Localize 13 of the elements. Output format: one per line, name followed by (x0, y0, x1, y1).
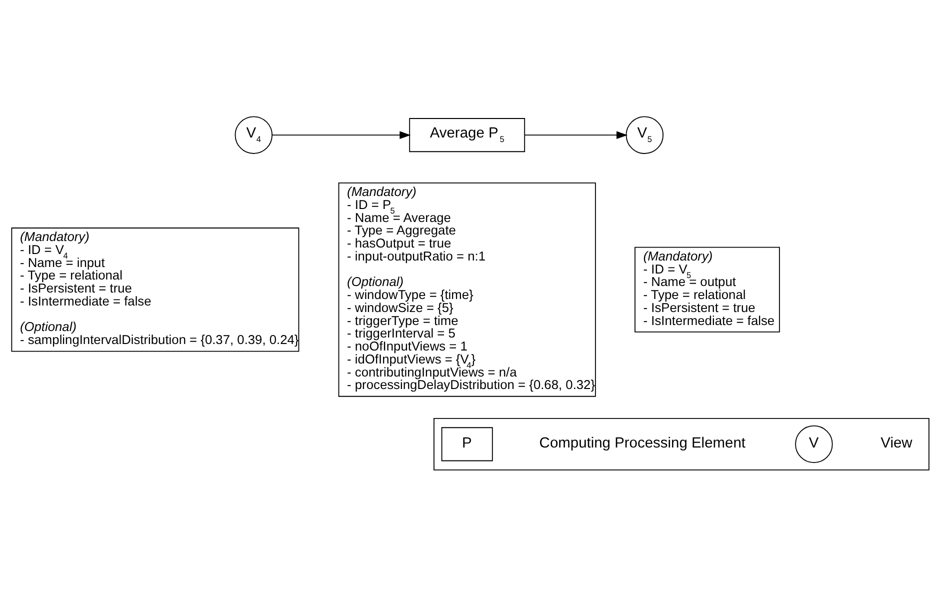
node-box: (Mandatory) - ID = P$_{5}$ - Name = Average - Type = Aggregate - hasOutput = true - input-outputRatio = n:1 (Optional) - windowType = {time} - windowSize = {5} - triggerType = time - triggerInterval = 5 - noOfInputViews = 1 - idOfInputViews = {V$_{4}$} - contributingInputViews = n/a - processingDelayDistribution = {0.68, 0.32} (338, 182, 596, 397)
legend-label: View (880, 436, 912, 452)
node-box: P (441, 427, 493, 462)
node-box: (Mandatory) - ID = V$_{5}$ - Name = output - Type = relational - IsPersistent = true - IsIntermediate = false (634, 246, 780, 332)
node-circle: V$_{4}$ (234, 116, 273, 154)
node-circle: V$_{5}$ (626, 116, 664, 154)
arrow (272, 131, 411, 139)
cluster (434, 418, 930, 470)
arrow (524, 131, 628, 139)
node-box: Average P$_{5}$ (409, 118, 526, 152)
legend-label: Computing Processing Element (539, 436, 746, 452)
node-box: (Mandatory) - ID = V$_{4}$ - Name = input - Type = relational - IsPersistent = true - IsIntermediate = false (Optional) - samplingIntervalDistribution = {0.37, 0.39, 0.24} (11, 228, 300, 352)
node-circle: V (795, 425, 833, 464)
